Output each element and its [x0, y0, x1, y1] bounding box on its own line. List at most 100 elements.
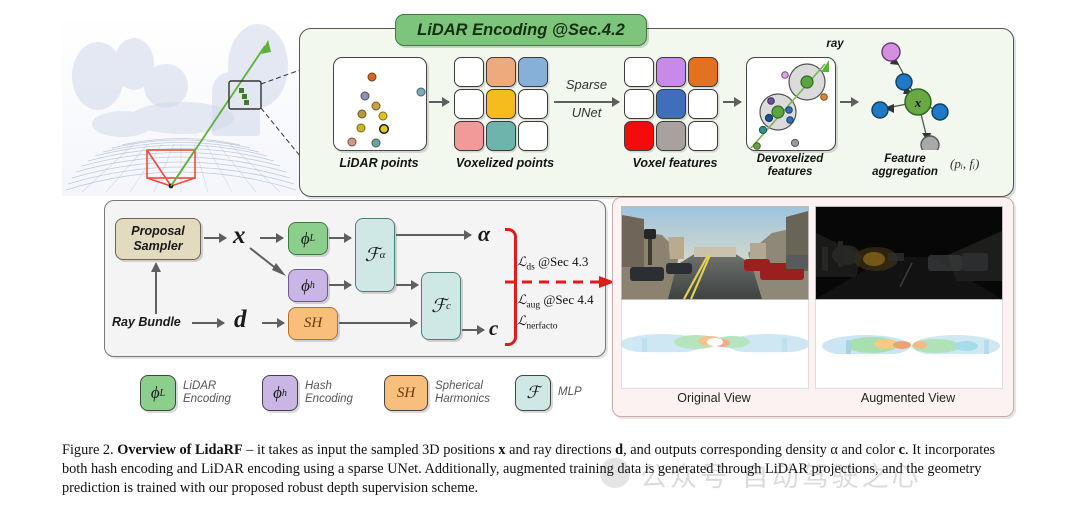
legend-hash-l2: Encoding: [305, 393, 353, 405]
lidar-scene-pointcloud: [62, 14, 300, 196]
voxel-features-cell: [688, 57, 718, 87]
caption-part-3: , and outputs corresponding density α an…: [623, 442, 899, 458]
arrow-Falpha-to-alpha: [396, 230, 472, 240]
x-symbol: x: [233, 222, 246, 249]
roi-box: [228, 80, 262, 110]
loss-aug-ref: @Sec 4.4: [543, 292, 594, 307]
point-feature-label: (pᵢ, fᵢ): [950, 156, 980, 171]
arrow-raybundle-to-sampler: [150, 262, 162, 314]
figure-caption: Figure 2. Overview of LidaRF – it takes …: [62, 441, 1020, 498]
feature-aggregation-graph: x: [866, 32, 996, 155]
legend-sh-l1: Spherical: [435, 379, 483, 392]
loss-nerfacto-subscript: nerfacto: [526, 321, 558, 332]
voxelized-points-cell: [518, 89, 548, 119]
legend-phi-L-sub: L: [159, 387, 166, 399]
loss-ds-ref: @Sec 4.3: [538, 254, 589, 269]
legend-item-spherical-harmonics: SH Spherical Harmonics: [384, 375, 490, 411]
legend-phi-h-symbol: ϕ: [273, 383, 282, 402]
caption-title: Overview of LidaRF: [117, 442, 243, 458]
arrow-Falpha-to-Fc: [396, 280, 419, 290]
legend-icon-sh: SH: [384, 375, 428, 411]
stage-label-feature-aggregation-l1: Feature: [884, 153, 926, 165]
legend-phi-L-symbol: ϕ: [150, 383, 160, 402]
stage-label-lidar-points: LiDAR points: [339, 156, 419, 170]
views-panel: Original View: [612, 197, 1014, 417]
original-view-depth-map: [621, 300, 809, 389]
voxelized-points-cell: [454, 121, 484, 151]
augmented-view-photo: [815, 206, 1003, 300]
loss-nerfacto: ℒnerfacto: [517, 313, 558, 332]
sh-box: SH: [288, 307, 338, 340]
lidar-points-scatter: [347, 72, 426, 148]
arrow-aug-to-views: [505, 275, 617, 288]
arrow-d-to-sh: [262, 318, 285, 328]
proposal-sampler-box: Proposal Sampler: [115, 218, 201, 260]
voxel-features-cell: [688, 121, 718, 151]
ray-label: ray: [826, 38, 844, 50]
phi-h-subscript: h: [309, 280, 315, 291]
loss-ds: ℒds @Sec 4.3: [517, 254, 588, 273]
legend-label-hash-encoding: Hash Encoding: [305, 380, 353, 406]
proposal-sampler-line2: Sampler: [133, 239, 183, 253]
lidar-encoding-title: LiDAR Encoding @Sec.4.2: [395, 14, 647, 46]
sh-symbol: SH: [303, 315, 323, 331]
voxelized-points-cell: [518, 57, 548, 87]
arrow-phiL-to-Falpha: [329, 233, 352, 243]
loss-ds-symbol: ℒ: [517, 254, 527, 269]
legend-mlp-l1: MLP: [558, 386, 582, 399]
original-view-column: Original View: [621, 206, 809, 405]
legend-mlp-symbol: ℱ: [526, 383, 540, 402]
voxel-features-cell: [624, 121, 654, 151]
caption-symbol-c: c: [898, 442, 905, 458]
voxel-features-cell: [624, 89, 654, 119]
caption-figure-number: Figure 2.: [62, 442, 114, 458]
arrow-Fc-to-c: [462, 325, 485, 335]
voxel-features-grid: [624, 57, 718, 151]
arrow-sparse-unet: [554, 97, 620, 107]
arrow-phih-to-Falpha: [329, 280, 352, 290]
caption-part-4: . It incorporates both hash encoding and…: [62, 442, 996, 496]
arrow-lidar-to-voxelized: [429, 97, 450, 107]
devoxelized-features-box: [746, 57, 836, 151]
ray-bundle-label: Ray Bundle: [112, 315, 181, 329]
stage-label-devoxelized-features-l2: features: [767, 166, 813, 178]
stage-label-devoxelized-features-l1: Devoxelized: [756, 153, 824, 165]
legend-sh-l2: Harmonics: [435, 393, 490, 405]
voxelized-points-cell: [486, 57, 516, 87]
caption-symbol-x: x: [498, 442, 506, 458]
voxel-features-cell: [656, 57, 686, 87]
stage-label-voxelized-points: Voxelized points: [455, 156, 555, 170]
loss-aug-subscript: aug: [526, 300, 541, 311]
loss-nerfacto-symbol: ℒ: [517, 313, 527, 328]
voxel-features-cell: [624, 57, 654, 87]
voxelized-points-cell: [486, 121, 516, 151]
voxelized-points-cell: [454, 89, 484, 119]
phi-L-subscript: L: [309, 233, 316, 244]
arrow-sampler-to-x: [204, 233, 227, 243]
d-symbol: d: [234, 306, 247, 333]
devoxelized-features-illustration: [750, 60, 829, 150]
svg-text:x: x: [914, 95, 922, 110]
augmented-view-depth-map: [815, 300, 1003, 389]
sparse-unet-label-line1: Sparse: [565, 77, 608, 92]
loss-ds-subscript: ds: [526, 262, 535, 273]
c-symbol: c: [489, 316, 499, 340]
phi-L-symbol: ϕ: [300, 228, 310, 248]
legend-lidar-l2: Encoding: [183, 393, 231, 405]
voxelized-points-cell: [518, 121, 548, 151]
legend-label-spherical-harmonics: Spherical Harmonics: [435, 380, 490, 406]
loss-bracket: [505, 228, 517, 346]
legend-item-mlp: ℱ MLP: [515, 375, 582, 411]
voxel-features-cell: [656, 89, 686, 119]
augmented-view-label: Augmented View: [860, 391, 956, 405]
alpha-symbol: α: [478, 221, 491, 246]
lidar-points-box: [333, 57, 427, 151]
